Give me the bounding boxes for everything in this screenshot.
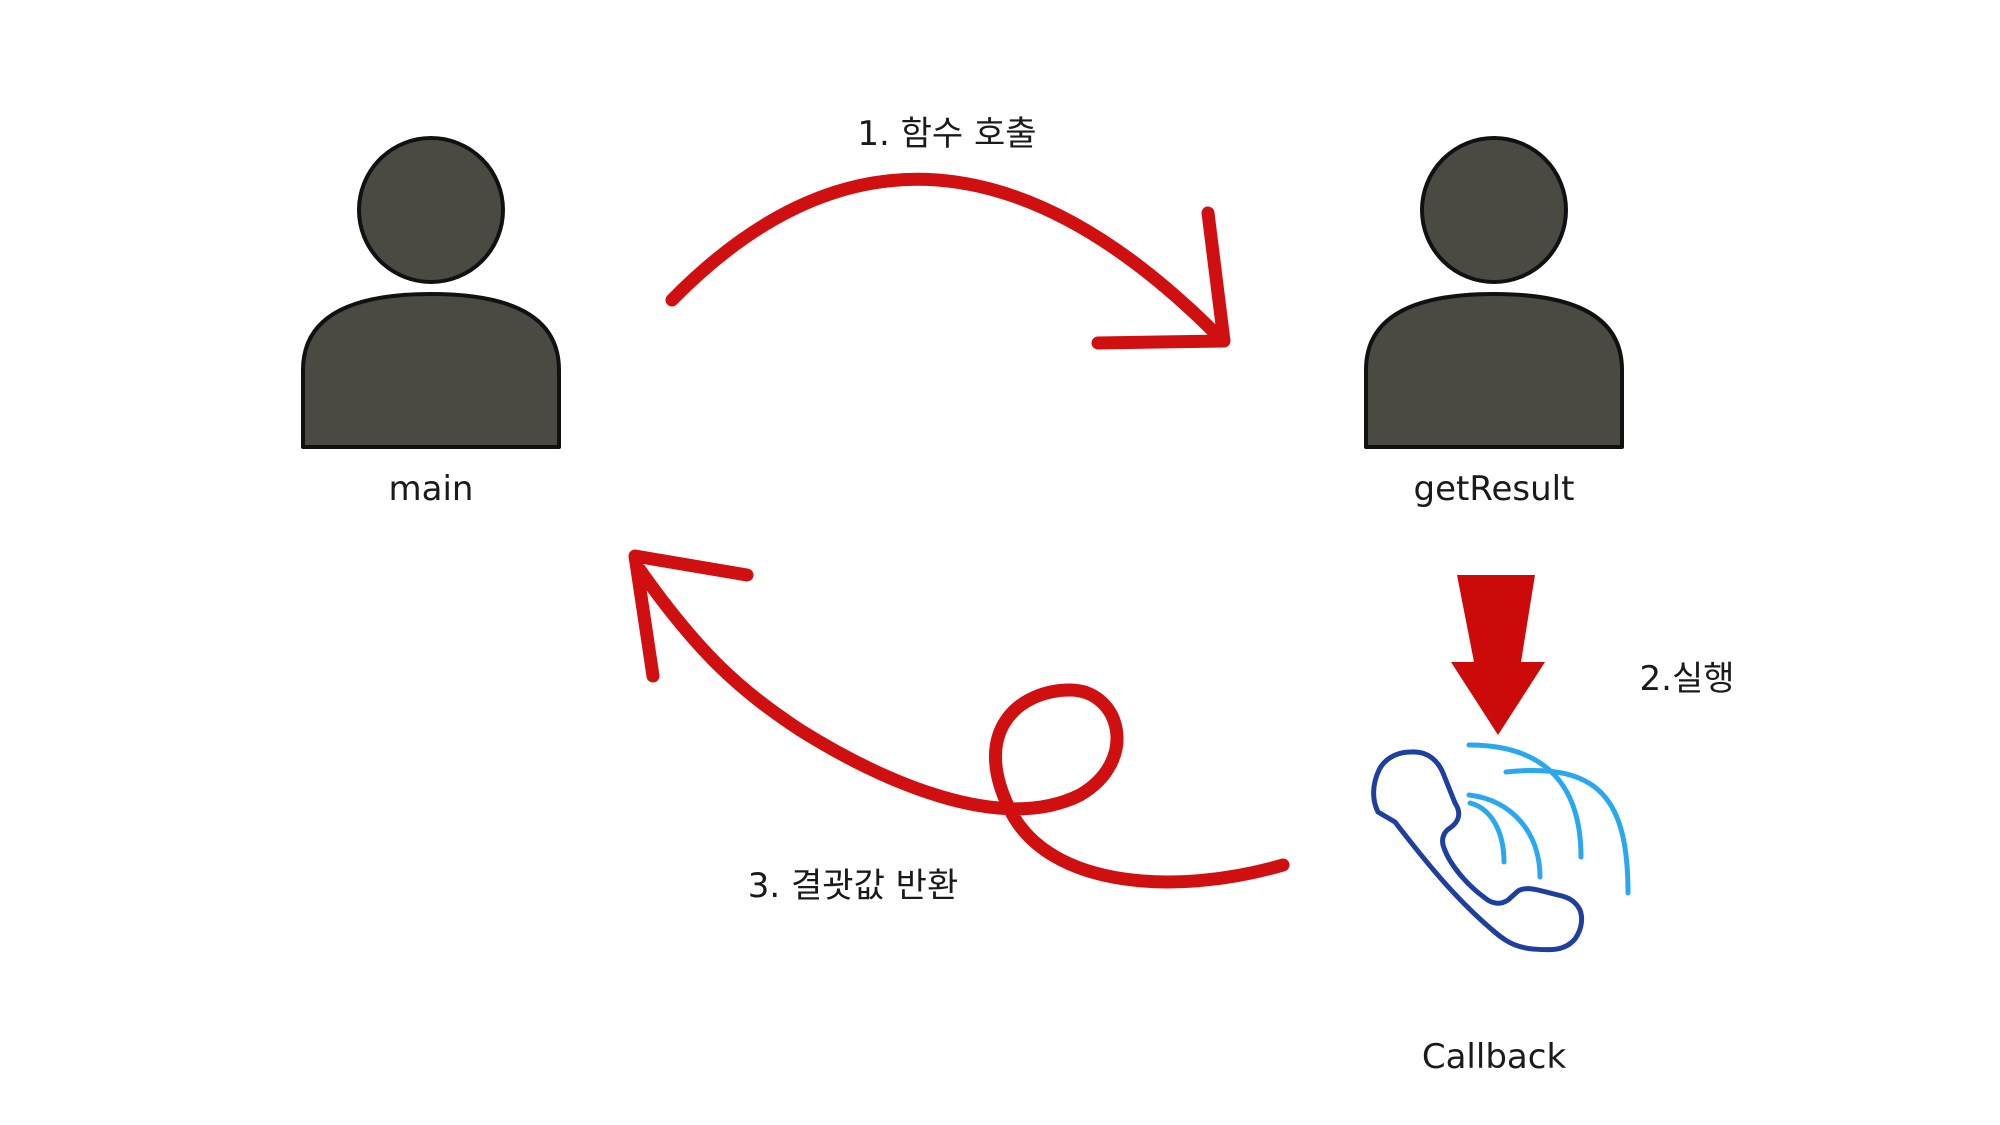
return-arrow bbox=[628, 549, 1290, 889]
get-result-label: getResult bbox=[1414, 469, 1575, 509]
main-node: main bbox=[301, 136, 561, 509]
callback-label: Callback bbox=[1422, 1037, 1567, 1077]
person-icon bbox=[301, 136, 561, 449]
get-result-node: getResult bbox=[1364, 136, 1624, 509]
call-label: 1. 함수 호출 bbox=[857, 114, 1036, 154]
call-arrow bbox=[665, 172, 1231, 350]
main-label: main bbox=[389, 469, 474, 509]
execute-label: 2.실행 bbox=[1640, 659, 1735, 699]
return-label: 3. 결괏값 반환 bbox=[748, 866, 958, 906]
callback-node: Callback bbox=[1371, 742, 1631, 1077]
phone-ringing-icon bbox=[1371, 742, 1631, 953]
person-icon bbox=[1364, 136, 1624, 449]
execute-arrow bbox=[1451, 575, 1545, 735]
